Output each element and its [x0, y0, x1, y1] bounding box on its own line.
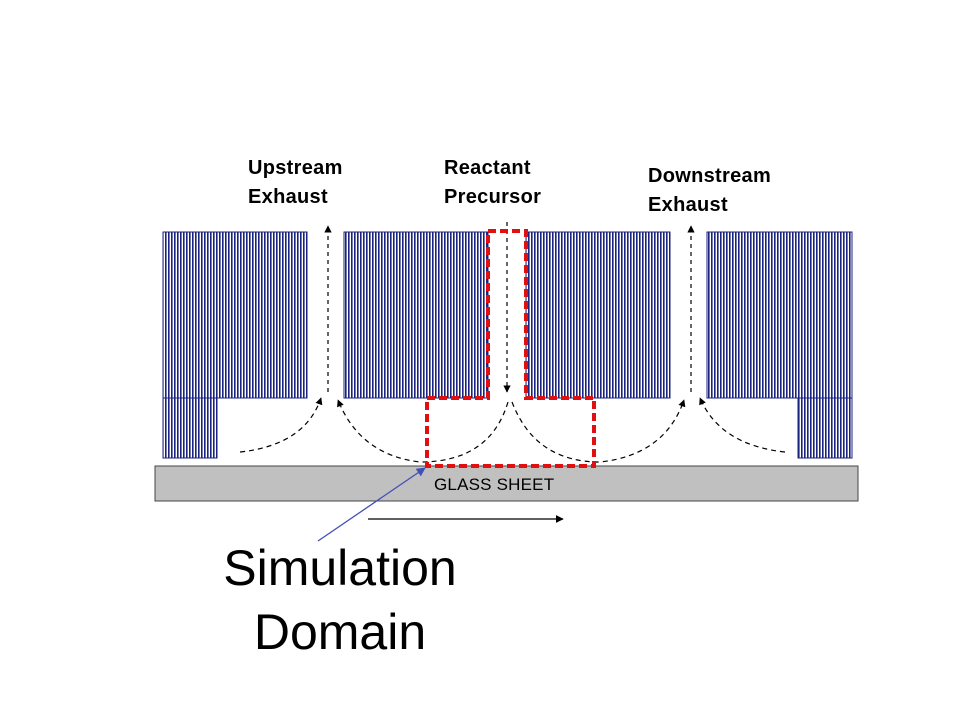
upstream-exhaust-line-1: Upstream [248, 157, 343, 179]
injector-foot-right [797, 397, 853, 459]
injector-block-center-left [343, 231, 489, 399]
reactant-precursor-line-2: Precursor [444, 186, 542, 208]
downstream-exhaust-line-2: Exhaust [648, 194, 728, 216]
simulation-domain-label: Simulation Domain [180, 536, 500, 664]
injector-block-right [706, 231, 853, 399]
upstream-exhaust-line-2: Exhaust [248, 186, 328, 208]
simulation-domain-outline [425, 229, 596, 468]
injector-blocks [162, 231, 853, 459]
simulation-domain-line-1: Simulation [223, 540, 457, 596]
glass-sheet [154, 465, 859, 502]
injector-block-center-right [525, 231, 671, 399]
flow-curve-center-to-downstream [511, 399, 686, 463]
upstream-exhaust-label: Upstream Exhaust [248, 154, 343, 212]
injector-foot-left [162, 397, 218, 459]
simulation-domain-pointer [317, 467, 426, 542]
slot-flow-arrows [324, 222, 695, 393]
downstream-exhaust-line-1: Downstream [648, 165, 772, 187]
injector-block-left [162, 231, 308, 399]
reactant-precursor-line-1: Reactant [444, 157, 531, 179]
flow-curve-center-to-upstream [337, 399, 509, 463]
simulation-domain-line-2: Domain [253, 604, 427, 660]
downstream-exhaust-label: Downstream Exhaust [648, 162, 771, 220]
reactant-precursor-label: Reactant Precursor [444, 154, 541, 212]
gap-flow-arrows [239, 397, 786, 463]
flow-curve-right-in [699, 397, 786, 453]
glass-sheet-label: GLASS SHEET [434, 475, 555, 494]
flow-curve-left-in [239, 397, 323, 453]
